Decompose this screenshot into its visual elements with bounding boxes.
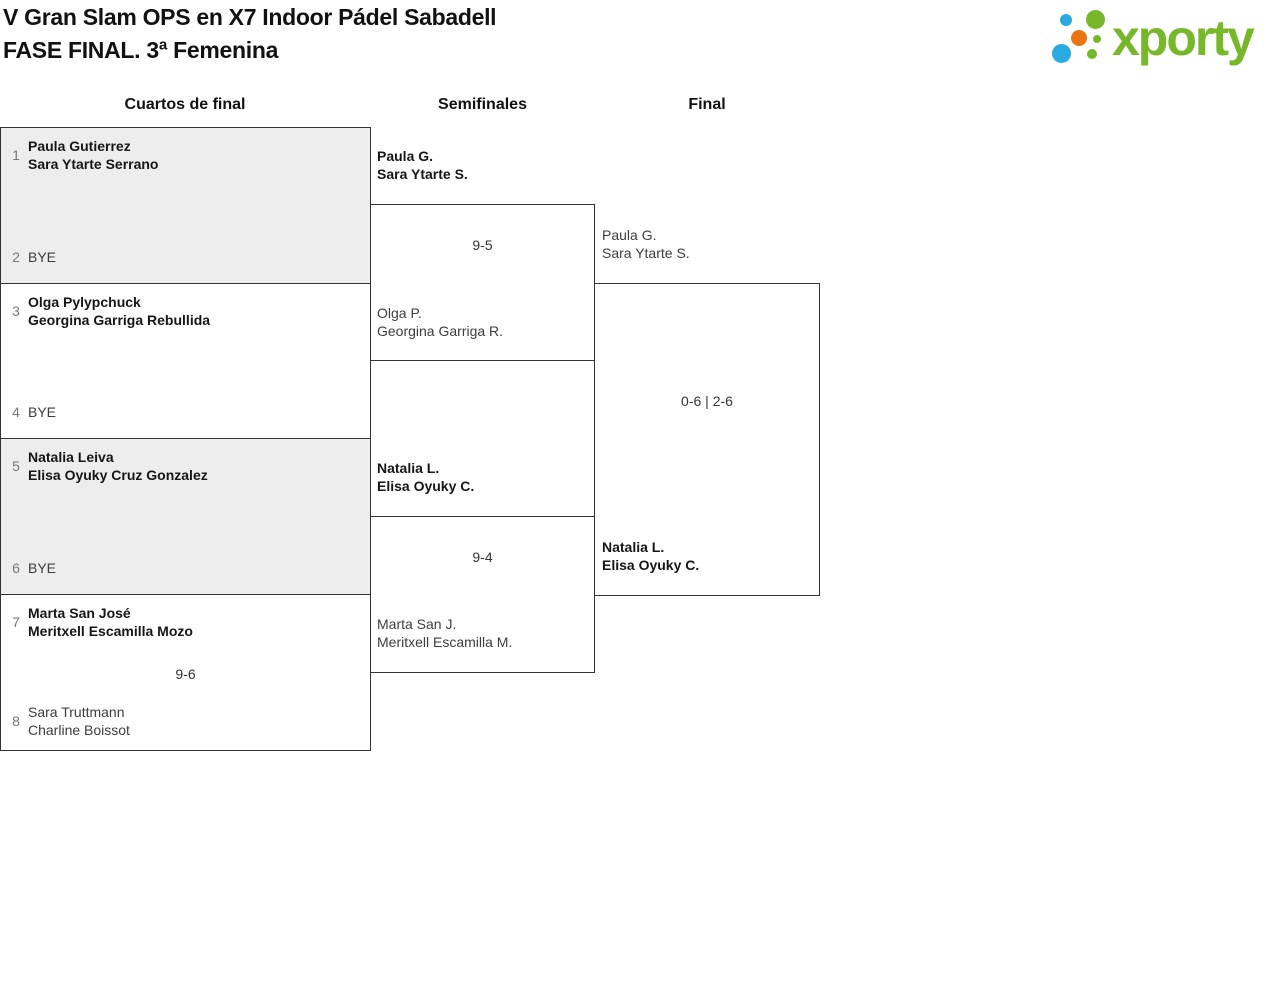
- team-names: Natalia Leiva Elisa Oyuky Cruz Gonzalez: [28, 448, 208, 484]
- match-box-quarterfinal-1: 1 Paula Gutierrez Sara Ytarte Serrano 2 …: [0, 127, 371, 284]
- final-runnerup-team: Paula G. Sara Ytarte S.: [602, 226, 690, 262]
- team-slot: 3 Olga Pylypchuck Georgina Garriga Rebul…: [9, 293, 210, 329]
- player-name: Marta San José: [28, 605, 131, 621]
- player-name: Georgina Garriga R.: [377, 323, 504, 339]
- match-box-semifinal-1: [370, 204, 595, 361]
- bye-label: BYE: [28, 560, 57, 576]
- final-champion-team: Natalia L. Elisa Oyuky C.: [602, 538, 699, 574]
- player-name: Sara Ytarte S.: [602, 245, 690, 261]
- semifinal-1-loser-team: Olga P. Georgina Garriga R.: [377, 304, 503, 340]
- team-names: Paula Gutierrez Sara Ytarte Serrano: [28, 137, 158, 173]
- player-name: Sara Ytarte S.: [377, 166, 468, 182]
- player-name: Paula G.: [377, 148, 434, 164]
- team-slot: 1 Paula Gutierrez Sara Ytarte Serrano: [9, 137, 158, 173]
- round-header-quarterfinals: Cuartos de final: [124, 96, 246, 113]
- bye-label: BYE: [28, 249, 57, 265]
- player-name: Meritxell Escamilla M.: [377, 634, 513, 650]
- logo-dot-icon: [1087, 49, 1097, 59]
- team-slot: 7 Marta San José Meritxell Escamilla Moz…: [9, 604, 193, 640]
- team-slot: 2 BYE: [9, 248, 56, 266]
- player-name: Sara Truttmann: [28, 704, 125, 720]
- team-slot: 5 Natalia Leiva Elisa Oyuky Cruz Gonzale…: [9, 448, 208, 484]
- seed-number: 2: [12, 249, 20, 265]
- match-box-semifinal-2: [370, 516, 595, 673]
- semifinal-1-winner-team: Paula G. Sara Ytarte S.: [377, 147, 468, 183]
- team-slot: 6 BYE: [9, 559, 56, 577]
- round-header-semifinals: Semifinales: [438, 96, 527, 113]
- logo-dot-icon: [1071, 30, 1087, 46]
- team-names: BYE: [28, 248, 56, 266]
- player-name: Olga Pylypchuck: [28, 294, 141, 310]
- match-box-quarterfinal-2: 3 Olga Pylypchuck Georgina Garriga Rebul…: [0, 283, 371, 439]
- match-score: 9-6: [175, 666, 196, 682]
- logo-dot-icon: [1060, 14, 1072, 26]
- tournament-name: V Gran Slam OPS en X7 Indoor Pádel Sabad…: [3, 4, 497, 30]
- team-slot: 8 Sara Truttmann Charline Boissot: [9, 703, 130, 739]
- team-names: BYE: [28, 559, 56, 577]
- team-names: Olga Pylypchuck Georgina Garriga Rebulli…: [28, 293, 210, 329]
- match-box-quarterfinal-3: 5 Natalia Leiva Elisa Oyuky Cruz Gonzale…: [0, 438, 371, 595]
- team-names: Marta San José Meritxell Escamilla Mozo: [28, 604, 193, 640]
- team-slot: 4 BYE: [9, 403, 56, 421]
- page-title: V Gran Slam OPS en X7 Indoor Pádel Sabad…: [3, 1, 497, 67]
- player-name: Natalia L.: [602, 539, 665, 555]
- seed-number: 5: [12, 458, 20, 474]
- phase-category-name: FASE FINAL. 3ª Femenina: [3, 37, 279, 63]
- player-name: Paula G.: [602, 227, 657, 243]
- bye-label: BYE: [28, 404, 57, 420]
- seed-number: 1: [12, 147, 20, 163]
- player-name: Paula Gutierrez: [28, 138, 131, 154]
- semifinal-2-loser-team: Marta San J. Meritxell Escamilla M.: [377, 615, 512, 651]
- xporty-logo-text: xporty: [1112, 10, 1255, 66]
- team-names: Sara Truttmann Charline Boissot: [28, 703, 130, 739]
- team-names: BYE: [28, 403, 56, 421]
- match-box-final: [594, 283, 820, 596]
- player-name: Sara Ytarte Serrano: [28, 156, 159, 172]
- player-name: Charline Boissot: [28, 722, 130, 738]
- semifinal-2-score: 9-4: [472, 549, 493, 565]
- final-score: 0-6 | 2-6: [681, 393, 733, 409]
- player-name: Elisa Oyuky C.: [602, 557, 700, 573]
- player-name: Meritxell Escamilla Mozo: [28, 623, 193, 639]
- seed-number: 8: [12, 713, 20, 729]
- player-name: Georgina Garriga Rebullida: [28, 312, 211, 328]
- player-name: Olga P.: [377, 305, 422, 321]
- seed-number: 4: [12, 404, 20, 420]
- logo-dot-icon: [1093, 35, 1101, 43]
- player-name: Marta San J.: [377, 616, 457, 632]
- seed-number: 3: [12, 303, 20, 319]
- logo-dot-icon: [1086, 10, 1105, 29]
- round-header-final: Final: [688, 96, 726, 113]
- player-name: Natalia L.: [377, 460, 440, 476]
- match-box-quarterfinal-4: 7 Marta San José Meritxell Escamilla Moz…: [0, 594, 371, 751]
- semifinal-1-score: 9-5: [472, 237, 493, 253]
- player-name: Elisa Oyuky C.: [377, 478, 475, 494]
- semifinal-2-winner-team: Natalia L. Elisa Oyuky C.: [377, 459, 474, 495]
- seed-number: 6: [12, 560, 20, 576]
- logo-dot-icon: [1052, 44, 1071, 63]
- player-name: Elisa Oyuky Cruz Gonzalez: [28, 467, 208, 483]
- player-name: Natalia Leiva: [28, 449, 114, 465]
- seed-number: 7: [12, 614, 20, 630]
